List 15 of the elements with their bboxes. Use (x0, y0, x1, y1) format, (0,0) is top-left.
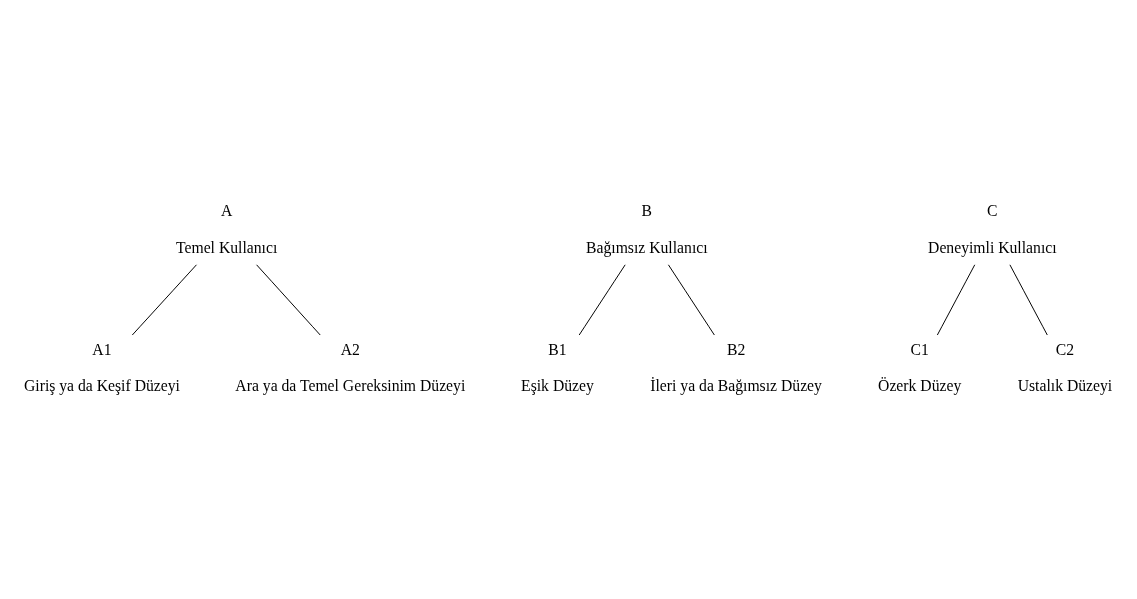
node-text: A1 Giriş ya da Keşif Düzeyi (23, 340, 180, 394)
node-text: A2 Ara ya da Temel Gereksinim Düzeyi (235, 340, 466, 394)
connector (131, 263, 197, 335)
connector (578, 263, 626, 335)
node-text: C Deneyimli Kullanıcı (928, 201, 1057, 256)
node-text: C1 Özerk Düzey (878, 340, 962, 394)
connector (1009, 263, 1048, 335)
connector (667, 263, 715, 335)
node-text: B2 İleri ya da Bağımsız Düzey (650, 340, 822, 394)
connector (256, 263, 321, 335)
node-text: C2 Ustalık Düzeyi (1017, 340, 1113, 394)
node-text: B1 Eşik Düzey (521, 340, 594, 394)
node-text: B Bağımsız Kullanıcı (586, 201, 708, 256)
connector (936, 263, 976, 335)
node-text: A Temel Kullanıcı (176, 201, 278, 256)
